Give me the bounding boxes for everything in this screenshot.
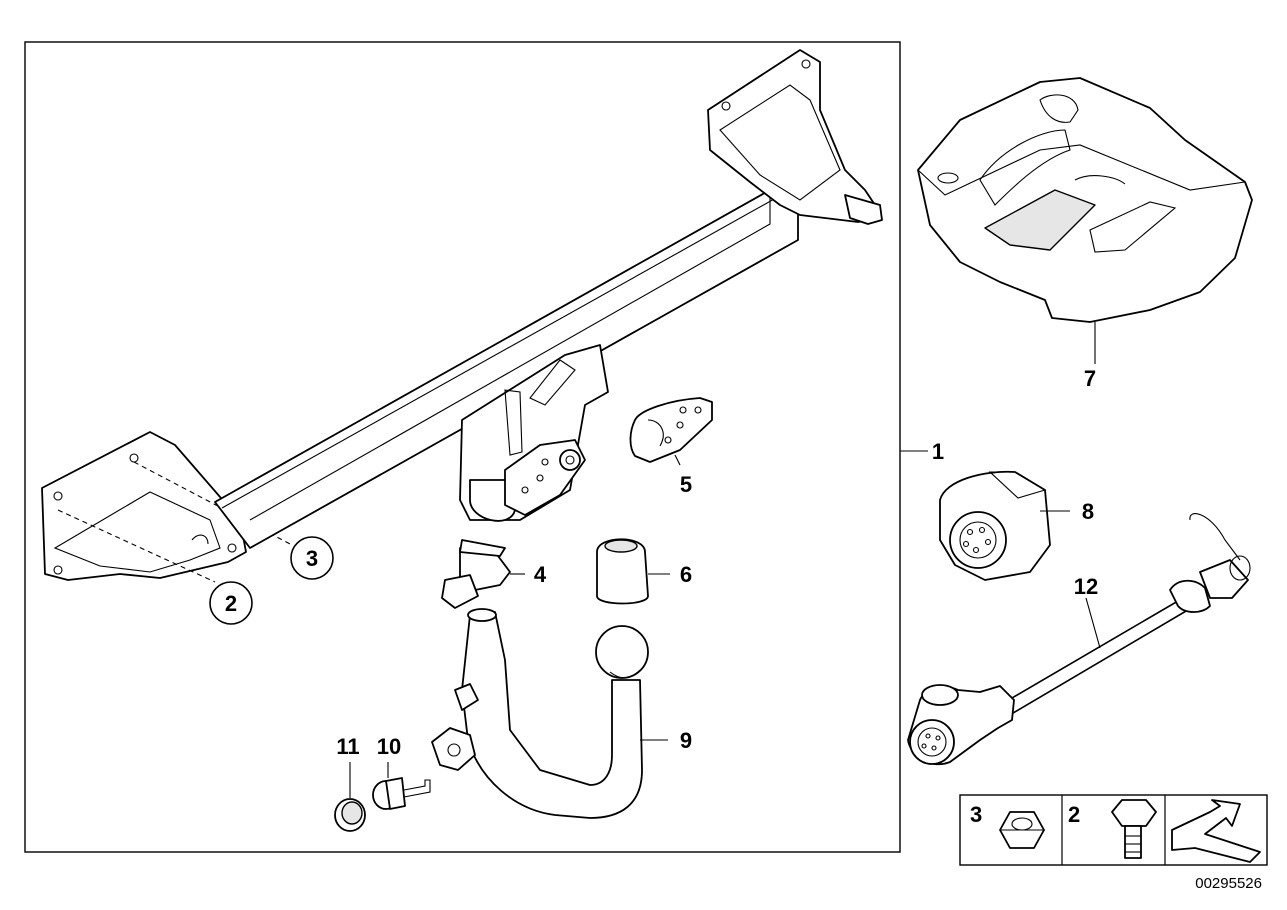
label-9: 9 [680,728,692,753]
callout-2 [209,581,253,625]
arrow-icon [1171,799,1261,863]
part-12-cable [907,513,1251,765]
part-10-lock-cylinder [372,762,431,810]
part-4-clip [441,539,525,609]
label-4: 4 [534,562,547,587]
label-10: 10 [377,734,401,759]
part-5-plate [629,397,713,466]
part-11-cap [334,762,366,832]
label-8: 8 [1082,499,1094,524]
nut-icon [999,811,1045,849]
reference-number: 00295526 [1195,875,1262,892]
part-9-ball-neck [431,608,668,819]
bolt-icon [1111,799,1157,859]
label-3: 3 [306,546,318,571]
legend-label-nut: 3 [970,802,982,827]
legend-label-bolt: 2 [1068,802,1080,827]
main-frame [24,41,901,853]
label-7: 7 [1084,366,1096,391]
label-12: 12 [1074,574,1098,599]
part-7-foam-tray [917,77,1253,364]
callout-3 [290,536,334,580]
label-6: 6 [680,562,692,587]
part-6-cap [596,538,670,605]
label-11: 11 [336,734,359,759]
label-2: 2 [225,591,237,616]
label-1: 1 [932,439,944,464]
label-5: 5 [680,472,692,497]
part-8-socket [939,470,1070,581]
tow-bar [41,49,883,583]
